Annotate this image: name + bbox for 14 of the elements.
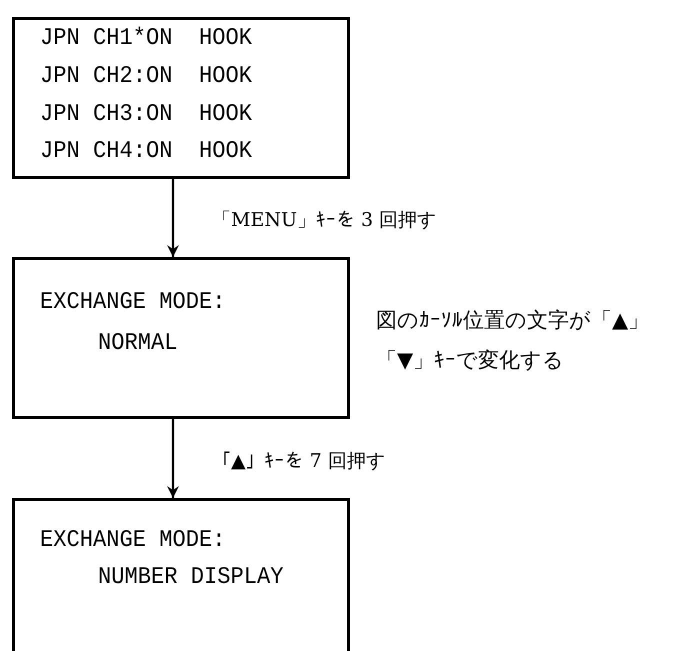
display-text: JPN CH3:ON HOOK — [40, 101, 252, 129]
arrow — [167, 179, 179, 257]
display-text: NUMBER DISPLAY — [98, 564, 284, 592]
arrow — [167, 419, 179, 498]
display-text: JPN CH1*ON HOOK — [40, 25, 252, 53]
display-text: EXCHANGE MODE: — [40, 289, 226, 317]
display-text: EXCHANGE MODE: — [40, 527, 226, 555]
display-box — [12, 17, 350, 179]
display-text: NORMAL — [98, 330, 178, 358]
note-text: 図のｶｰｿﾙ位置の文字が「▲」「▼」ｷｰで変化する — [376, 307, 650, 374]
display-text: JPN CH4:ON HOOK — [40, 138, 252, 166]
display-box — [12, 498, 350, 651]
display-text: JPN CH2:ON HOOK — [40, 63, 252, 91]
display-box — [12, 257, 350, 419]
